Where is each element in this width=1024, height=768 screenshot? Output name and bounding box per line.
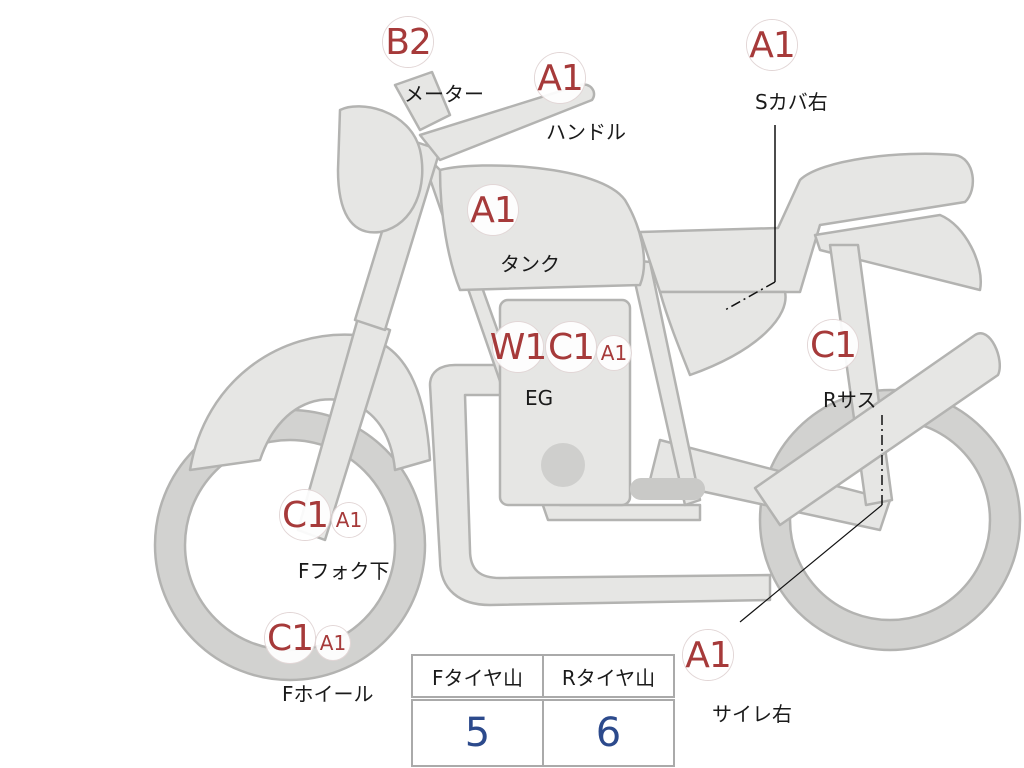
- grade-badge-front-wheel-a1: A1: [316, 626, 350, 660]
- grade-badge-front-wheel-c1: C1: [265, 613, 315, 663]
- grade-badge-meter: B2: [383, 17, 433, 67]
- label-front-wheel: Fホイール: [282, 682, 374, 706]
- label-engine: EG: [525, 386, 554, 410]
- grade-badge-engine-w1: W1: [490, 322, 547, 372]
- label-handle: ハンドル: [546, 120, 626, 144]
- engine-cover: [541, 443, 585, 487]
- grade-badge-engine-c1: C1: [546, 322, 596, 372]
- grade-badge-engine-a1: A1: [597, 336, 631, 370]
- tail-cowl: [813, 213, 983, 292]
- tire-tread-table: Fタイヤ山 Rタイヤ山 5 6: [411, 654, 675, 767]
- label-rear-suspension: Rサス: [823, 388, 877, 412]
- label-front-fork-lower: Fフォク下: [298, 559, 390, 583]
- grade-badge-handle: A1: [535, 53, 585, 103]
- header-front-tire-tread: Fタイヤ山: [411, 654, 544, 701]
- front-fender: [188, 333, 432, 472]
- grade-badge-rear-suspension: C1: [808, 320, 858, 370]
- grade-badge-silencer-right: A1: [683, 630, 733, 680]
- label-tank: タンク: [500, 252, 560, 276]
- leader-line: [739, 504, 883, 623]
- grade-badge-front-fork-a1: A1: [332, 503, 366, 537]
- silencer: [753, 332, 1001, 527]
- side-cover: [658, 290, 787, 377]
- exhaust-pipe: [428, 363, 772, 607]
- label-meter: メーター: [404, 82, 484, 106]
- grade-badge-side-cover-right: A1: [747, 20, 797, 70]
- headlight: [336, 105, 424, 234]
- meter: [393, 70, 452, 132]
- label-side-cover-right: Sカバ右: [755, 90, 828, 114]
- footpeg: [630, 478, 705, 500]
- leader-line: [724, 281, 776, 311]
- grade-badge-tank: A1: [468, 185, 518, 235]
- label-silencer-right: サイレ右: [712, 702, 792, 726]
- grade-badge-front-fork-c1: C1: [280, 490, 330, 540]
- value-rear-tire-tread: 6: [542, 697, 675, 767]
- seat: [638, 152, 975, 294]
- value-front-tire-tread: 5: [411, 697, 544, 767]
- header-rear-tire-tread: Rタイヤ山: [542, 654, 675, 701]
